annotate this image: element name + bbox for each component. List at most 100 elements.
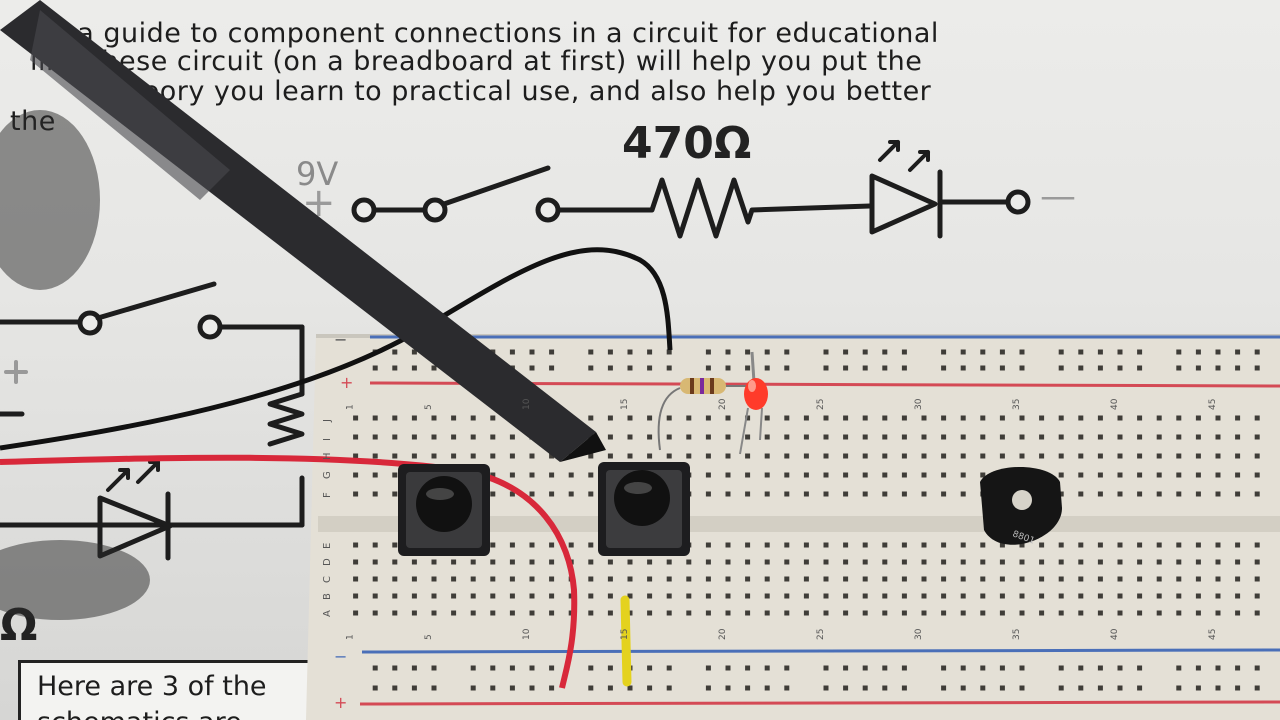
breadboard-hole	[1019, 685, 1025, 691]
breadboard-hole	[353, 576, 359, 582]
breadboard-hole	[862, 415, 868, 421]
breadboard-hole	[607, 576, 613, 582]
breadboard-hole	[980, 453, 986, 459]
breadboard-hole	[353, 491, 359, 497]
breadboard-hole	[490, 593, 496, 599]
breadboard-hole	[862, 559, 868, 565]
breadboard-hole	[960, 472, 966, 478]
breadboard-hole	[999, 434, 1005, 440]
column-number-top: 35	[1012, 399, 1022, 410]
breadboard-hole	[529, 610, 535, 616]
breadboard-hole	[1195, 576, 1201, 582]
breadboard-hole	[745, 665, 751, 671]
breadboard-hole	[686, 610, 692, 616]
breadboard-hole	[843, 576, 849, 582]
breadboard-hole	[1078, 491, 1084, 497]
breadboard-hole	[647, 685, 653, 691]
breadboard-hole	[823, 576, 829, 582]
breadboard-hole	[960, 453, 966, 459]
breadboard-hole	[647, 559, 653, 565]
switch-lever	[441, 165, 551, 207]
breadboard-hole	[1097, 559, 1103, 565]
breadboard-hole	[1117, 665, 1123, 671]
breadboard-hole	[843, 434, 849, 440]
breadboard-hole	[509, 685, 515, 691]
breadboard-hole	[843, 542, 849, 548]
breadboard-hole	[372, 434, 378, 440]
breadboard-hole	[470, 593, 476, 599]
breadboard-hole	[1176, 665, 1182, 671]
breadboard-hole	[764, 610, 770, 616]
breadboard-hole	[1039, 542, 1045, 548]
breadboard-hole	[451, 576, 457, 582]
breadboard-hole	[1097, 542, 1103, 548]
breadboard-hole	[1156, 415, 1162, 421]
breadboard-hole	[549, 559, 555, 565]
breadboard-hole	[372, 453, 378, 459]
breadboard-hole	[862, 665, 868, 671]
breadboard-hole	[725, 453, 731, 459]
breadboard-hole	[823, 491, 829, 497]
breadboard-hole	[529, 349, 535, 355]
breadboard-hole	[411, 415, 417, 421]
breadboard-hole	[843, 665, 849, 671]
breadboard-hole	[901, 472, 907, 478]
breadboard-hole	[901, 542, 907, 548]
breadboard-hole	[882, 665, 888, 671]
breadboard-hole	[941, 365, 947, 371]
breadboard-hole	[627, 559, 633, 565]
breadboard-hole	[607, 610, 613, 616]
breadboard-hole	[411, 593, 417, 599]
breadboard-hole	[392, 542, 398, 548]
breadboard-hole	[803, 559, 809, 565]
breadboard-hole	[921, 610, 927, 616]
breadboard-hole	[764, 415, 770, 421]
breadboard-hole	[647, 349, 653, 355]
column-number-bottom: 45	[1208, 629, 1218, 640]
breadboard-hole	[607, 434, 613, 440]
breadboard-hole	[1137, 542, 1143, 548]
breadboard-hole	[568, 491, 574, 497]
breadboard-hole	[647, 365, 653, 371]
breadboard-hole	[980, 349, 986, 355]
breadboard-hole	[686, 576, 692, 582]
breadboard-hole	[353, 472, 359, 478]
breadboard-hole	[549, 665, 555, 671]
column-number-bottom: 10	[522, 628, 532, 640]
breadboard-hole	[451, 593, 457, 599]
breadboard-hole	[490, 434, 496, 440]
breadboard-hole	[666, 415, 672, 421]
breadboard-hole	[588, 610, 594, 616]
breadboard-hole	[1078, 593, 1084, 599]
led-symbol	[869, 173, 938, 235]
breadboard-hole	[960, 576, 966, 582]
breadboard-hole	[843, 349, 849, 355]
breadboard-hole	[607, 559, 613, 565]
breadboard-hole	[980, 559, 986, 565]
breadboard-hole	[960, 365, 966, 371]
rail-plus-label: +	[340, 373, 353, 392]
breadboard-hole	[980, 365, 986, 371]
breadboard-hole	[823, 610, 829, 616]
breadboard-hole	[784, 593, 790, 599]
breadboard-hole	[627, 610, 633, 616]
column-number-bottom: 20	[718, 628, 728, 640]
breadboard-hole	[1254, 491, 1260, 497]
breadboard-hole	[764, 559, 770, 565]
voltage-label: 9V	[296, 155, 339, 193]
column-number-top: 45	[1208, 399, 1218, 410]
breadboard-hole	[372, 542, 378, 548]
breadboard-hole	[843, 491, 849, 497]
breadboard-hole	[1235, 559, 1241, 565]
column-number-bottom: 35	[1012, 629, 1022, 640]
breadboard-hole	[960, 685, 966, 691]
paper-text-line-1: re a guide to component connections in a…	[40, 18, 939, 49]
breadboard-hole	[1176, 365, 1182, 371]
breadboard-hole	[764, 453, 770, 459]
row-letter-top: G	[322, 471, 333, 479]
breadboard-hole	[1195, 365, 1201, 371]
breadboard-hole	[1058, 415, 1064, 421]
breadboard-hole	[725, 542, 731, 548]
breadboard-hole	[862, 365, 868, 371]
breadboard-hole	[607, 685, 613, 691]
